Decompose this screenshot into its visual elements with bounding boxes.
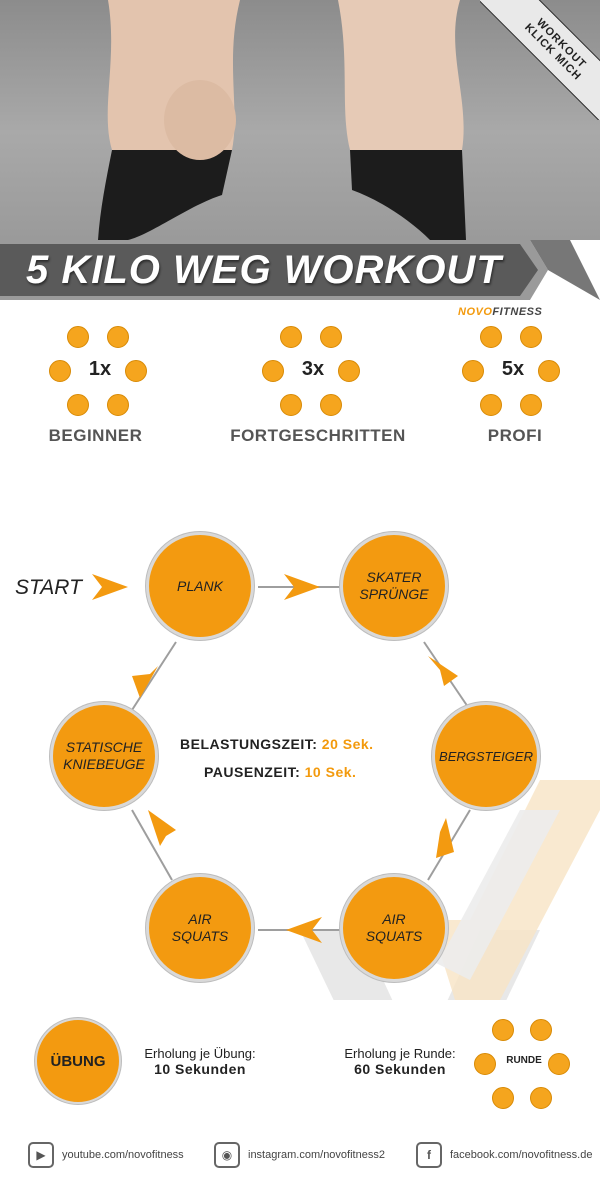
youtube-link[interactable]: ▶ youtube.com/novofitness xyxy=(28,1140,184,1170)
exercise-node-skater: SKATER SPRÜNGE xyxy=(340,532,448,640)
title-bar xyxy=(0,240,600,300)
level-multiplier: 5x xyxy=(501,358,525,380)
arrow-icon xyxy=(92,574,128,600)
rest-time-info: PAUSENZEIT: 10 Sek. xyxy=(204,764,357,780)
level-beginner-badge: 1x xyxy=(45,318,155,418)
workout-corner-tag[interactable]: WORKOUT KLICK MICH xyxy=(480,0,600,120)
brand-logo: NOVOFITNESS xyxy=(458,306,543,318)
level-label-pro: PROFI xyxy=(487,426,543,445)
youtube-icon: ▶ xyxy=(28,1142,54,1168)
rest-per-round: Erholung je Runde: 60 Sekunden xyxy=(344,1046,456,1077)
level-label-beginner: BEGINNER xyxy=(48,426,143,445)
level-multiplier: 3x xyxy=(301,358,325,380)
arrow-icon xyxy=(436,818,454,858)
facebook-link[interactable]: f facebook.com/novofitness.de xyxy=(416,1140,592,1170)
level-pro-badge: 5x xyxy=(458,318,568,418)
work-time-info: BELASTUNGSZEIT: 20 Sek. xyxy=(180,736,374,752)
arrow-icon xyxy=(286,917,322,943)
arrow-icon xyxy=(148,810,176,846)
rest-per-exercise: Erholung je Übung: 10 Sekunden xyxy=(144,1046,256,1077)
level-advanced-badge: 3x xyxy=(258,318,368,418)
round-legend-badge: RUNDE xyxy=(474,1015,574,1111)
hero-image[interactable]: WORKOUT KLICK MICH xyxy=(0,0,600,240)
instagram-link[interactable]: ◉ instagram.com/novofitness2 xyxy=(214,1140,385,1170)
arrow-icon xyxy=(284,574,320,600)
before-after-torso-image xyxy=(98,0,466,240)
facebook-icon: f xyxy=(416,1142,442,1168)
exercise-node-bergsteiger: BERGSTEIGER xyxy=(432,702,540,810)
level-multiplier: 1x xyxy=(88,358,112,380)
exercise-node-static-squat: STATISCHE KNIEBEUGE xyxy=(50,702,158,810)
exercise-node-air-squats-right: AIR SQUATS xyxy=(340,874,448,982)
arrow-icon xyxy=(132,666,158,698)
exercise-node-air-squats-left: AIR SQUATS xyxy=(146,874,254,982)
instagram-icon: ◉ xyxy=(214,1142,240,1168)
exercise-legend-node: ÜBUNG xyxy=(35,1018,121,1104)
round-label: RUNDE xyxy=(506,1055,542,1066)
exercise-node-plank: PLANK xyxy=(146,532,254,640)
arrow-icon xyxy=(428,656,458,686)
level-label-advanced: FORTGESCHRITTEN xyxy=(230,426,406,445)
page-title: 5 KILO WEG WORKOUT xyxy=(26,248,502,292)
start-label: START xyxy=(15,576,82,599)
